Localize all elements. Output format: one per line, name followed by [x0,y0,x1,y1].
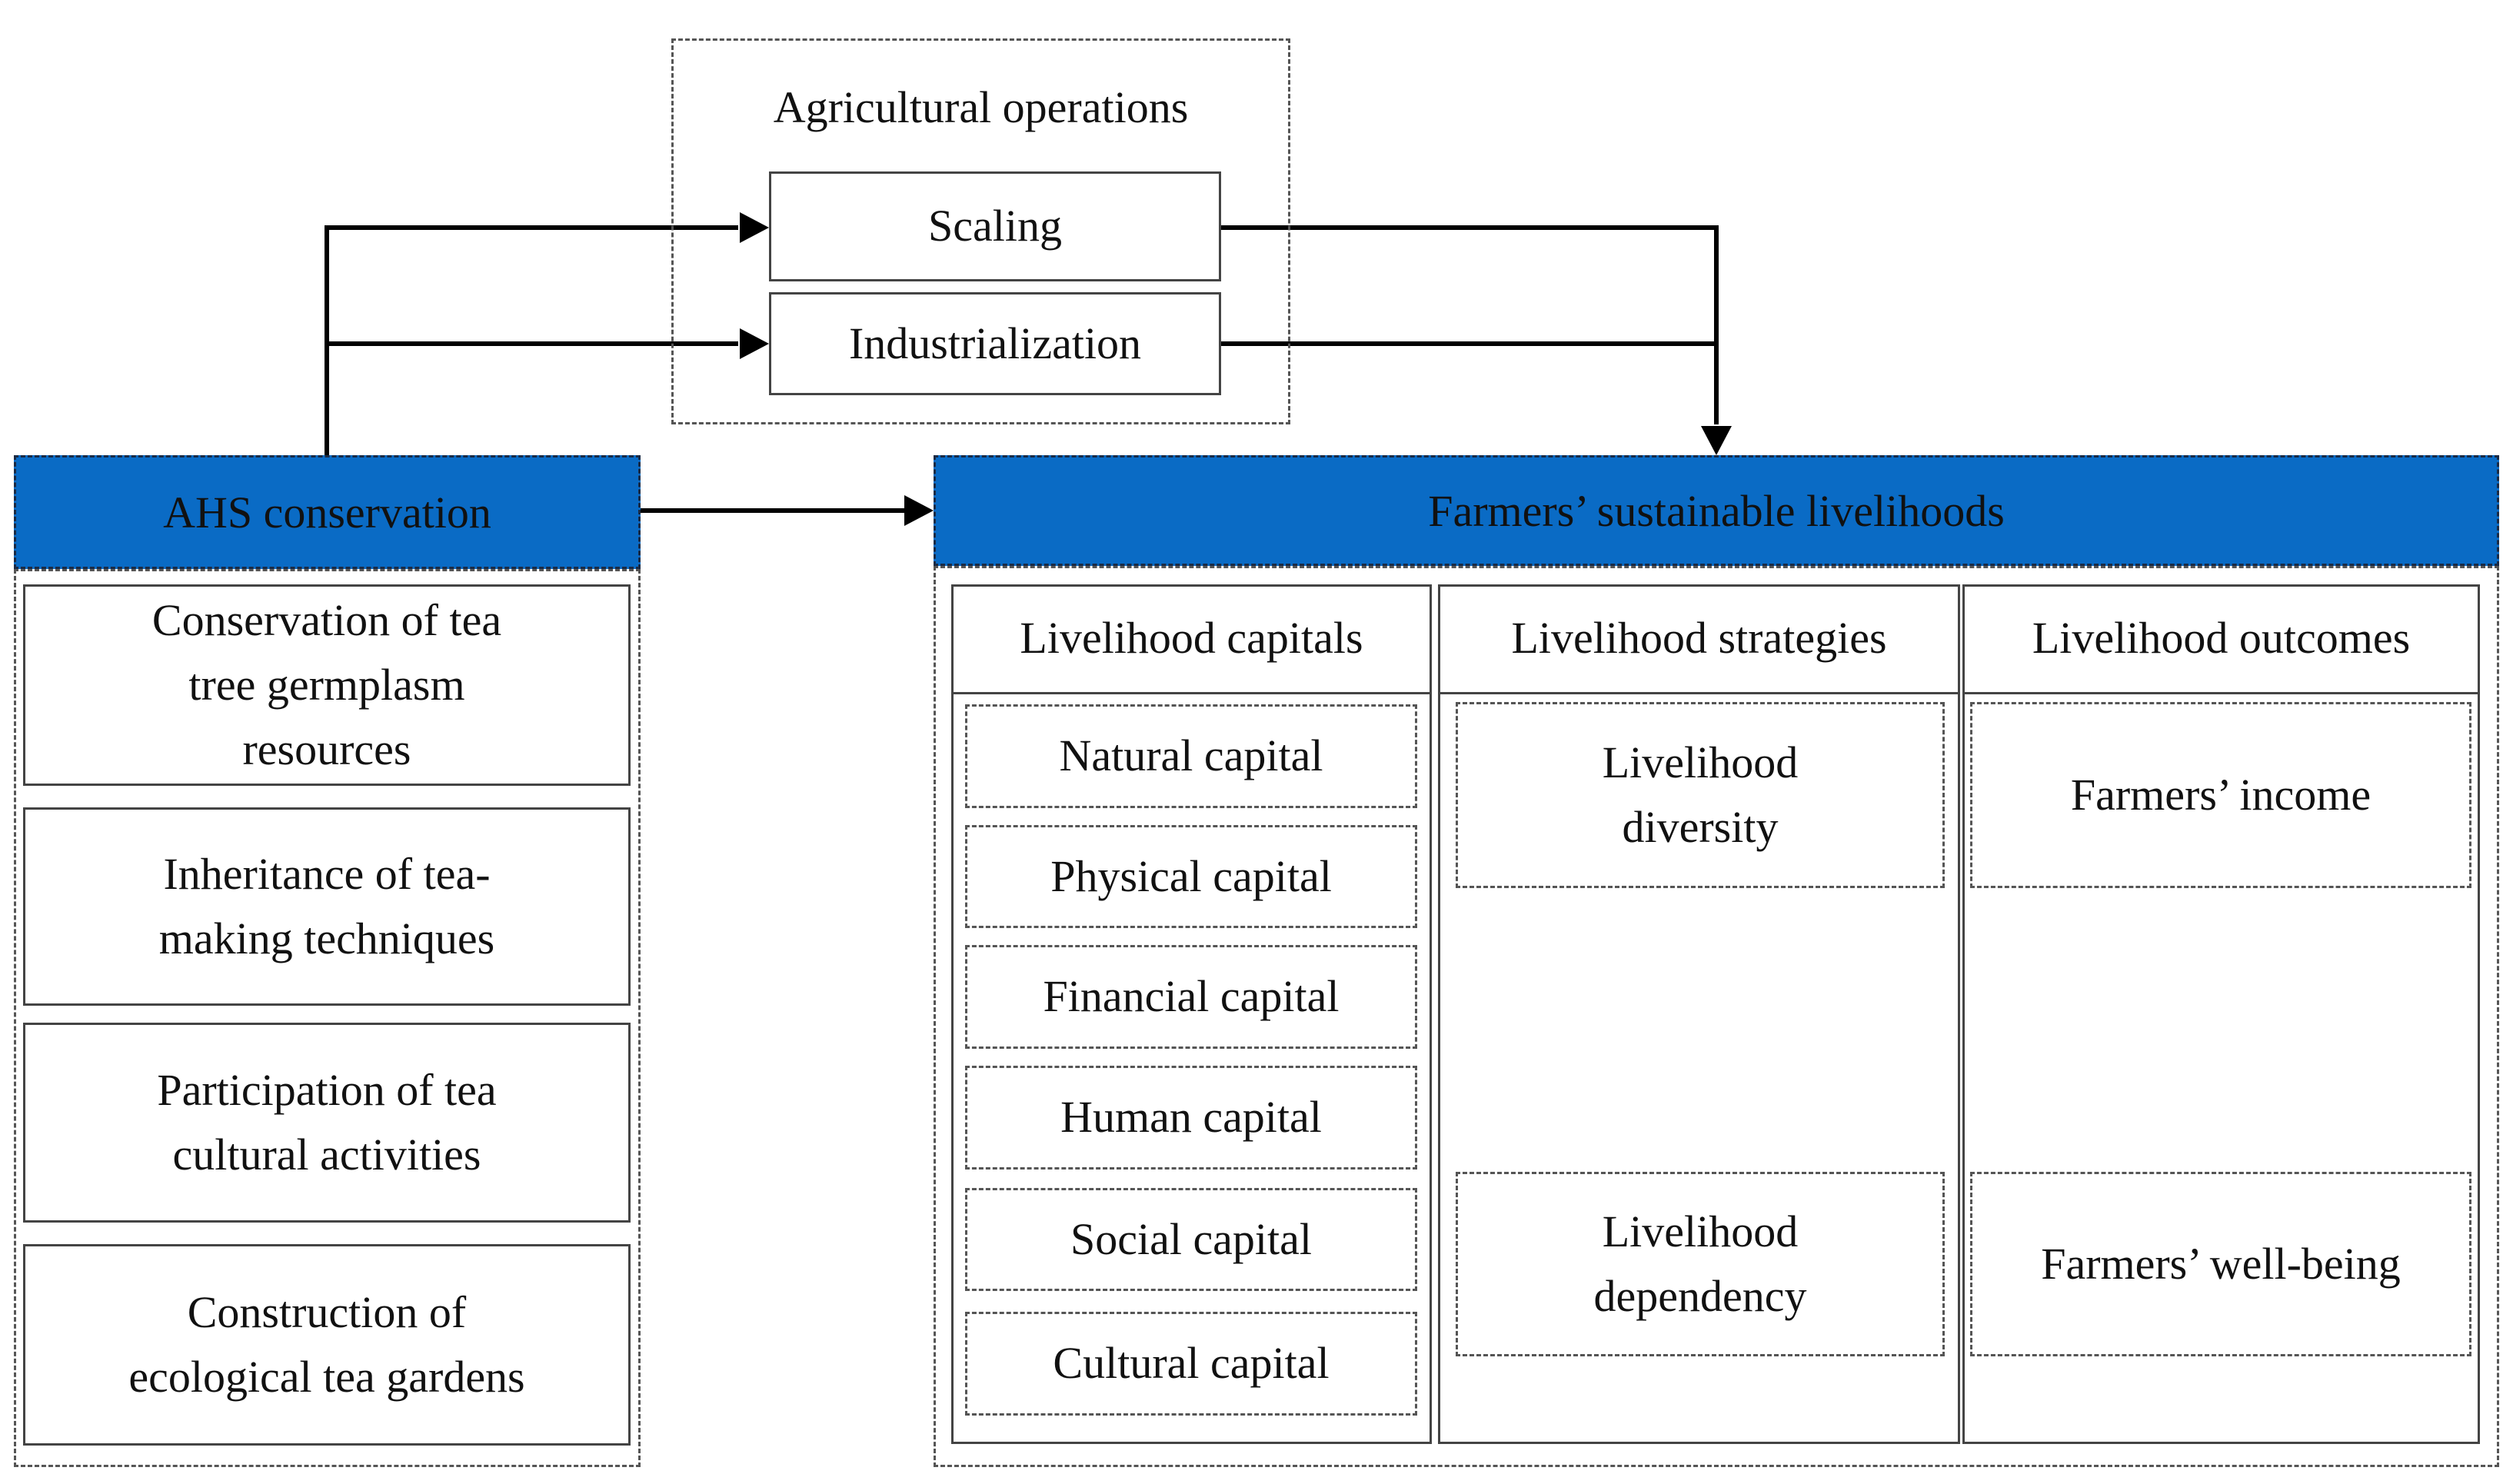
ahs-item-tea-making: Inheritance of tea-making techniques [23,807,631,1006]
outcomes-column-title: Livelihood outcomes [1962,584,2480,694]
strategy-diversity: Livelihood diversity [1456,702,1945,888]
ahs-conservation-group [14,569,641,1467]
livelihoods-group [934,566,2499,1467]
outcomes-column [1962,584,2480,1444]
ahs-item-ecological-gardens: Construction of ecological tea gardens [23,1244,631,1446]
ahs-conservation-header: AHS conservation [14,455,641,569]
agricultural-operations-title: Agricultural operations [773,82,1189,132]
agricultural-operations-group [671,38,1290,424]
capital-social: Social capital [965,1188,1417,1291]
capital-human: Human capital [965,1066,1417,1170]
capital-financial: Financial capital [965,945,1417,1049]
capital-natural: Natural capital [965,704,1417,808]
ahs-item-germplasm: Conservation of tea tree germplasm resou… [23,584,631,786]
livelihoods-header: Farmers’ sustainable livelihoods [934,455,2499,566]
outcome-income: Farmers’ income [1970,702,2471,888]
strategies-column-title: Livelihood strategies [1438,584,1960,694]
outcome-well-being: Farmers’ well-being [1970,1172,2471,1356]
strategies-column [1438,584,1960,1444]
scaling-box: Scaling [769,171,1221,281]
ahs-item-cultural-activities: Participation of tea cultural activities [23,1023,631,1223]
arrowhead-livelihoods-top [1701,426,1732,455]
capital-cultural: Cultural capital [965,1312,1417,1416]
industrialization-box: Industrialization [769,292,1221,395]
capitals-column [951,584,1432,1444]
capitals-column-title: Livelihood capitals [951,584,1432,694]
strategy-dependency: Livelihood dependency [1456,1172,1945,1356]
arrowhead-livelihoods-left [904,495,934,526]
capital-physical: Physical capital [965,825,1417,928]
arrow-scaling-to-livelihoods [1221,225,1719,424]
